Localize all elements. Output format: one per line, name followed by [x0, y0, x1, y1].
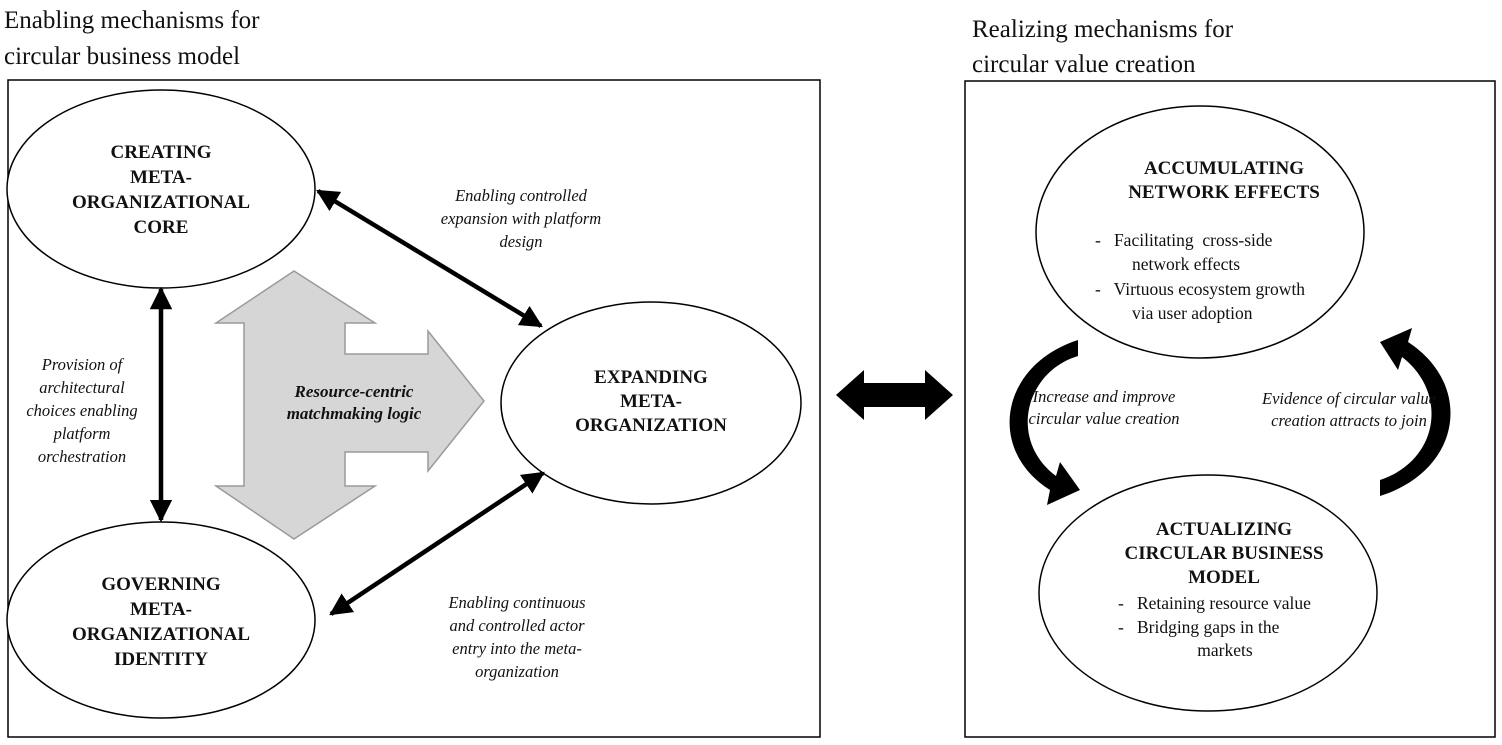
bottom-link-label-2: and controlled actor [449, 616, 585, 635]
network-effects-bullet-2-cont: via user adoption [1132, 303, 1253, 323]
expanding-ellipse [500, 301, 802, 505]
right-cycle-label-1: Evidence of circular value [1261, 389, 1436, 408]
right-panel-frame [964, 80, 1496, 738]
right-heading-line-1: Realizing mechanisms for [972, 16, 1234, 43]
center-arrow-label-line-1: Resource-centric [294, 382, 414, 401]
left-cycle-label-1: Increase and improve [1032, 387, 1176, 406]
vertical-link-label-2: architectural [39, 378, 125, 397]
creating-core-title-1: CREATING [111, 142, 212, 163]
governing-title-4: IDENTITY [114, 649, 208, 670]
vertical-link-label-1: Provision of [41, 355, 125, 374]
cycle-arrow-down [1009, 340, 1080, 505]
business-model-title-1: ACTUALIZING [1156, 519, 1292, 540]
vertical-link-label-5: orchestration [38, 447, 126, 466]
governing-title-3: ORGANIZATIONAL [72, 624, 250, 645]
vertical-link-label-4: platform [53, 424, 111, 443]
expanding-title-2: META- [620, 391, 682, 412]
identity-to-expanding-arrow [329, 471, 545, 616]
expanding-title-3: ORGANIZATION [575, 415, 727, 436]
creating-core-title-3: ORGANIZATIONAL [72, 192, 250, 213]
network-effects-title-1: ACCUMULATING [1144, 158, 1304, 179]
business-model-bullet-2: - Bridging gaps in the [1118, 617, 1280, 637]
business-model-ellipse [1038, 474, 1378, 712]
creating-core-ellipse [6, 89, 316, 289]
network-effects-bullet-2: - Virtuous ecosystem growth [1095, 279, 1305, 299]
business-model-title-2: CIRCULAR BUSINESS [1124, 543, 1323, 564]
left-heading-line-2: circular business model [4, 43, 240, 70]
governing-title-2: META- [130, 599, 192, 620]
matchmaking-block-arrow [213, 270, 485, 540]
core-to-expanding-arrow [316, 189, 543, 328]
bottom-link-label-3: entry into the meta- [452, 639, 582, 658]
bottom-link-label-4: organization [475, 662, 559, 681]
top-link-label-3: design [499, 232, 542, 251]
left-cycle-label-2: circular value creation [1029, 409, 1180, 428]
governing-title-1: GOVERNING [101, 574, 221, 595]
creating-core-title-4: CORE [134, 217, 189, 238]
right-cycle-label-2: creation attracts to join [1271, 411, 1427, 430]
network-effects-title-2: NETWORK EFFECTS [1128, 182, 1320, 203]
left-panel-frame [7, 79, 821, 738]
top-link-label-1: Enabling controlled [454, 186, 588, 205]
right-heading-line-2: circular value creation [972, 51, 1196, 78]
governing-identity-ellipse [6, 521, 316, 719]
vertical-link-label-3: choices enabling [26, 401, 137, 420]
creating-core-title-2: META- [130, 167, 192, 188]
network-effects-bullet-1: - Facilitating cross-side [1095, 230, 1273, 250]
panel-link-double-arrow [836, 370, 953, 420]
cycle-arrow-up [1380, 328, 1451, 496]
expanding-title-1: EXPANDING [594, 367, 708, 388]
center-arrow-label-line-2: matchmaking logic [287, 404, 422, 423]
business-model-title-3: MODEL [1188, 567, 1260, 588]
business-model-bullet-2-cont: markets [1197, 640, 1253, 660]
network-effects-ellipse [1035, 105, 1365, 359]
business-model-bullet-1: - Retaining resource value [1118, 593, 1311, 613]
bottom-link-label-1: Enabling continuous [447, 593, 585, 612]
left-heading-line-1: Enabling mechanisms for [4, 7, 260, 34]
network-effects-bullet-1-cont: network effects [1132, 254, 1240, 274]
top-link-label-2: expansion with platform [441, 209, 602, 228]
